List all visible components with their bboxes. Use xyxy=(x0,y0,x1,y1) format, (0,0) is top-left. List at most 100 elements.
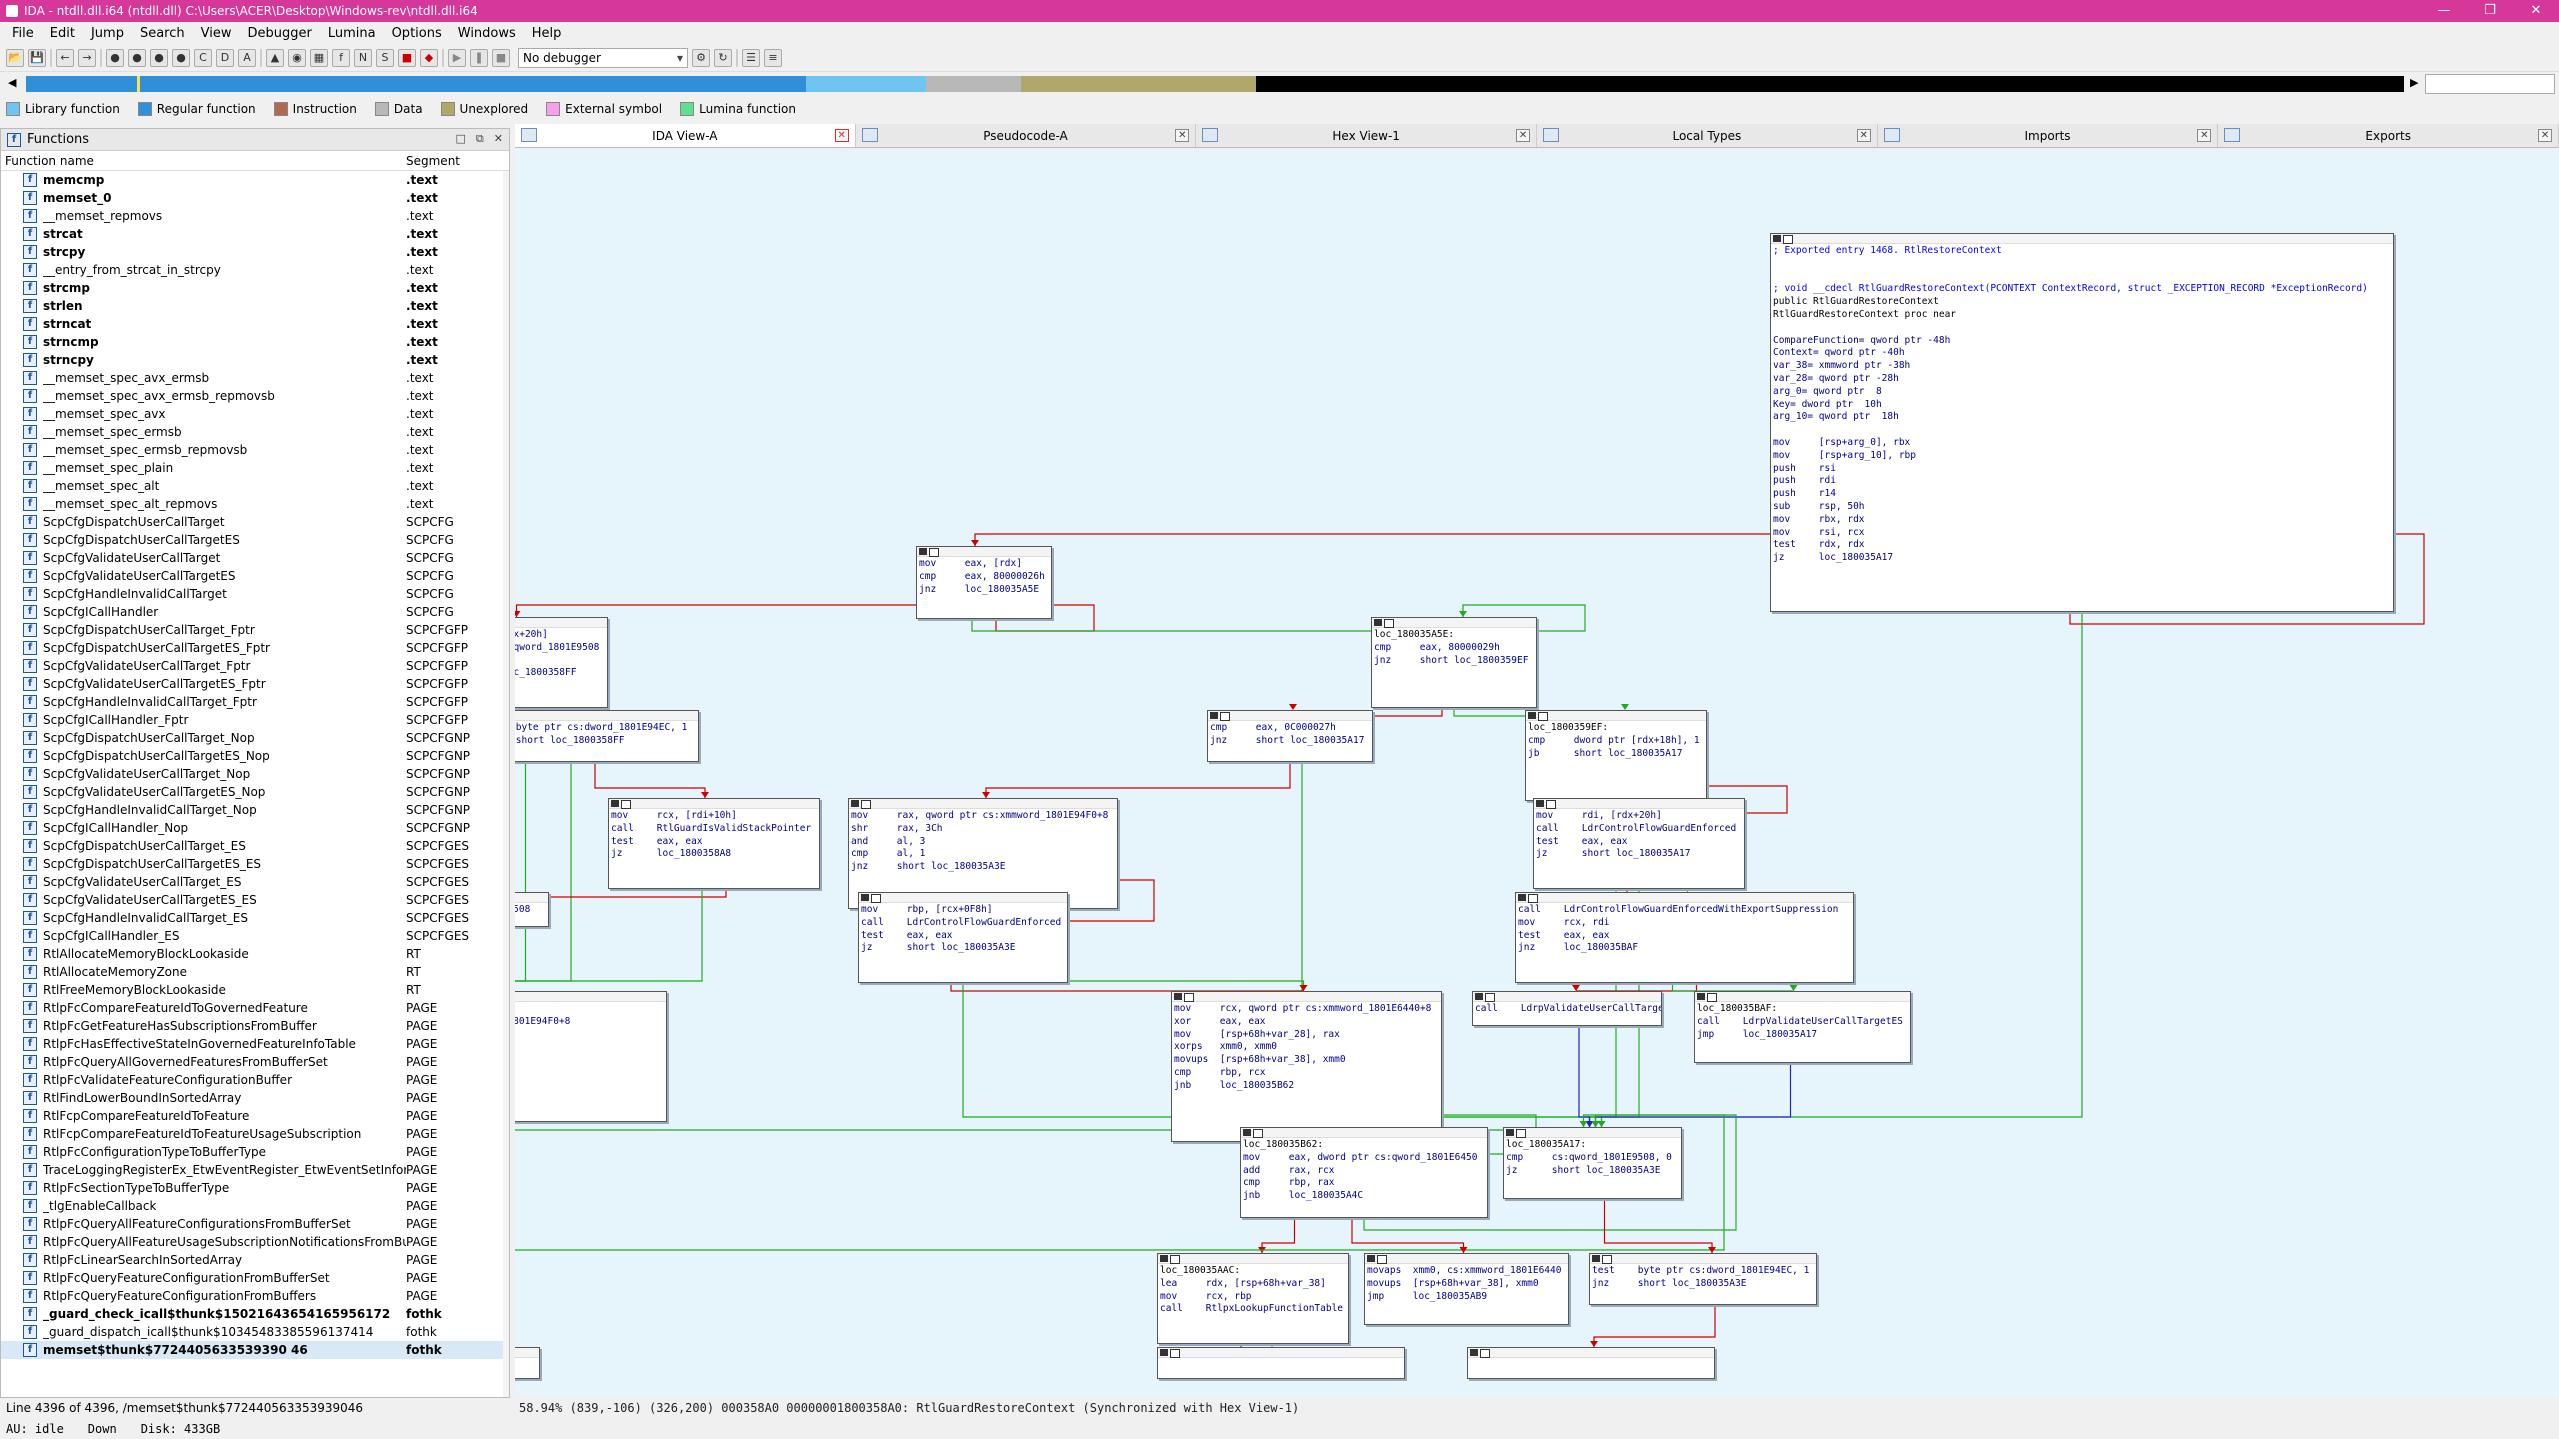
code-block-header[interactable] xyxy=(1590,1254,1816,1264)
debugger-options-icon[interactable]: ⚙ xyxy=(692,48,710,67)
graph-edge[interactable] xyxy=(1351,1218,1465,1253)
asm-line[interactable]: loc_180035AAC: xyxy=(1160,1265,1241,1276)
proximity-icon[interactable]: ◉ xyxy=(288,48,306,67)
stop-icon[interactable]: ■ xyxy=(398,48,416,67)
panel-close-icon[interactable]: ✕ xyxy=(493,132,503,145)
code-block-header[interactable] xyxy=(917,547,1051,557)
asm-line[interactable]: mov rdx, cs:qword_1801E9508 xyxy=(515,904,531,915)
menu-file[interactable]: File xyxy=(12,25,34,41)
structures-icon[interactable]: S xyxy=(376,48,394,67)
asm-line[interactable] xyxy=(1773,322,2391,335)
asm-line[interactable]: movaps xmm0, cs:xmmword_1801E6440 xyxy=(1367,1265,1562,1276)
code-block-header[interactable] xyxy=(1372,618,1536,628)
asm-line[interactable]: mov [rsp+68h+var_28], rax xyxy=(1174,1028,1340,1040)
asm-line[interactable]: mov rdi, [rdx+20h] xyxy=(1536,810,1662,821)
save-icon[interactable]: 💾 xyxy=(28,48,46,67)
function-row[interactable]: f__memset_spec_alt.text xyxy=(1,477,509,495)
asm-line[interactable]: loc_180035B62: xyxy=(1243,1139,1324,1150)
graph-edge[interactable] xyxy=(515,762,572,991)
breakpoint-icon[interactable]: ◆ xyxy=(420,48,438,67)
code-block-header[interactable] xyxy=(515,1348,539,1358)
asm-line[interactable]: push r14 xyxy=(1773,488,1836,500)
col-function-name[interactable]: Function name xyxy=(5,153,94,168)
asm-line[interactable]: loc_180035A5E: xyxy=(1374,629,1455,640)
nav-left-arrow-icon[interactable]: ◀ xyxy=(8,76,17,89)
asm-line[interactable]: mov [rsp+arg_10], rbp xyxy=(1773,449,1916,461)
graph-edge[interactable] xyxy=(950,983,1304,992)
stop-debugger-icon[interactable]: ■ xyxy=(492,48,510,67)
graph-edge[interactable] xyxy=(515,708,527,991)
asm-line[interactable]: mov [rsp+arg_0], rbx xyxy=(1773,436,1911,448)
data-icon[interactable]: D xyxy=(216,48,234,67)
function-row[interactable]: f_guard_check_icall$thunk$15021643654165… xyxy=(1,1305,509,1323)
asm-line[interactable]: jnz short loc_180035A3E xyxy=(1592,1277,1747,1289)
asm-line[interactable]: mov rbx, rdx xyxy=(1773,513,1865,525)
asm-line[interactable]: call LdrControlFlowGuardEnforcedWithExpo… xyxy=(1518,904,1839,915)
asm-line[interactable]: Key= dword ptr 10h xyxy=(1773,398,1882,410)
code-block[interactable]: mov rdx, cs:qword_1801E9508 xyxy=(515,892,549,927)
asm-line[interactable]: test eax, eax xyxy=(1518,929,1610,941)
asm-line[interactable]: mov eax, dword ptr cs:qword_1801E6450 xyxy=(1243,1151,1478,1163)
asm-line[interactable]: call LdrpValidateUserCallTarget xyxy=(1475,1003,1662,1014)
code-block[interactable]: mov rcx, [rdi+10h]call RtlGuardIsValidSt… xyxy=(608,798,820,889)
asm-line[interactable]: public RtlGuardRestoreContext xyxy=(1773,296,1939,308)
code-block[interactable]: loc_1800358FF:mov rax, qword ptr cs:xmmw… xyxy=(515,991,667,1122)
asm-line[interactable]: jz short loc_180035A3E xyxy=(1506,1164,1661,1176)
asm-line[interactable]: call RtlpxLookupFunctionTable xyxy=(1160,1303,1344,1315)
next-search-icon[interactable]: ● xyxy=(172,48,190,67)
code-block-header[interactable] xyxy=(1695,992,1910,1002)
graph-edge[interactable] xyxy=(1363,1114,1737,1231)
text-search-icon[interactable]: ● xyxy=(128,48,146,67)
binary-search-icon[interactable]: ● xyxy=(106,48,124,67)
function-row[interactable]: f__memset_spec_ermsb.text xyxy=(1,423,509,441)
code-block-header[interactable] xyxy=(515,992,666,1002)
graph-edge[interactable] xyxy=(974,533,2425,625)
asm-line[interactable]: test byte ptr cs:dword_1801E94EC, 1 xyxy=(1592,1265,1810,1276)
menu-jump[interactable]: Jump xyxy=(90,25,124,41)
code-block-header[interactable] xyxy=(1208,711,1372,721)
graph-edge[interactable] xyxy=(971,604,1586,632)
asm-line[interactable]: cmp eax, 0C000027h xyxy=(1210,722,1336,733)
maximize-icon[interactable]: ❐ xyxy=(2484,3,2496,18)
menu-edit[interactable]: Edit xyxy=(49,25,75,41)
code-block-header[interactable] xyxy=(1172,992,1441,1002)
list-icon[interactable]: ≡ xyxy=(764,48,782,67)
code-block-header[interactable] xyxy=(515,893,548,903)
function-row[interactable]: f__memset_spec_alt_repmovs.text xyxy=(1,495,509,513)
graph-edge[interactable] xyxy=(515,889,703,991)
graph-edge[interactable] xyxy=(1578,1026,1591,1127)
asm-line[interactable]: test eax, eax xyxy=(861,929,953,941)
tab-hex-view-1[interactable]: Hex View-1✕ xyxy=(1196,124,1538,147)
graph-edge[interactable] xyxy=(515,604,1095,632)
asm-line[interactable]: jnb loc_180035B62 xyxy=(1174,1079,1295,1091)
asm-line[interactable]: mov rax, qword ptr cs:xmmword_1801E94F0+… xyxy=(851,810,1109,821)
tab-close-icon[interactable]: ✕ xyxy=(2197,129,2212,142)
